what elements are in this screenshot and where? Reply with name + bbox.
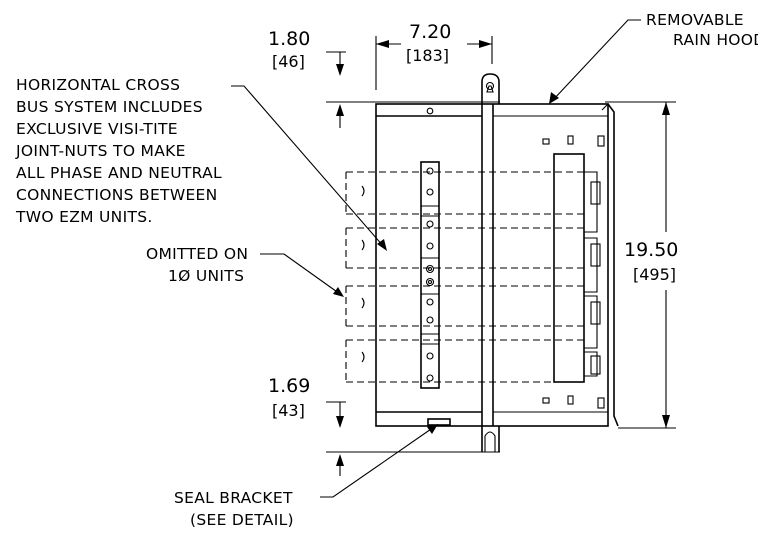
dim-bottom-offset-metric: [43] xyxy=(272,401,305,420)
bus-nut-icon xyxy=(425,277,435,287)
dim-width: 7.20 [183] xyxy=(406,21,451,65)
callout-seal-bracket: SEAL BRACKET (SEE DETAIL) xyxy=(174,489,294,529)
callout-seal-bracket-line-2: (SEE DETAIL) xyxy=(190,511,294,529)
dim-width-metric: [183] xyxy=(406,46,449,65)
vertical-bus-bar xyxy=(420,161,440,389)
dim-width-value: 7.20 xyxy=(409,21,451,43)
height-dimension-line xyxy=(605,101,676,429)
bus-nut-icon xyxy=(426,316,434,324)
enclosure-body xyxy=(375,103,609,427)
dim-top-offset: 1.80 [46] xyxy=(268,28,310,71)
bottom-offset-dimension-line xyxy=(326,401,500,476)
dim-top-offset-value: 1.80 xyxy=(268,28,310,50)
bus-nut-icon xyxy=(426,242,434,250)
dim-bottom-offset: 1.69 [43] xyxy=(268,375,310,420)
top-mounting-tab xyxy=(481,73,500,104)
horizontal-cross-bus xyxy=(345,171,588,383)
callout-omitted-line-2: 1Ø UNITS xyxy=(168,267,244,285)
callout-cross-bus-line-3: EXCLUSIVE VISI-TITE xyxy=(16,120,178,138)
dim-height-value: 19.50 xyxy=(624,239,678,261)
callout-cross-bus-line-7: TWO EZM UNITS. xyxy=(15,208,153,226)
width-dimension-line xyxy=(375,36,493,90)
dim-height-metric: [495] xyxy=(633,265,676,284)
callout-cross-bus-line-2: BUS SYSTEM INCLUDES xyxy=(16,98,203,116)
callout-omitted-line-1: OMITTED ON xyxy=(146,245,248,263)
callout-omitted: OMITTED ON 1Ø UNITS xyxy=(146,245,248,285)
keyhole-icon xyxy=(485,81,495,91)
bus-nut-icon xyxy=(426,298,434,306)
leader-rain-hood xyxy=(549,19,641,104)
callout-cross-bus-line-5: ALL PHASE AND NEUTRAL xyxy=(16,164,222,182)
callout-rain-hood-line-1: REMOVABLE xyxy=(646,11,744,29)
callout-cross-bus-line-4: JOINT-NUTS TO MAKE xyxy=(15,142,186,160)
bus-nut-icon xyxy=(425,264,435,274)
dim-top-offset-metric: [46] xyxy=(272,52,305,71)
bus-nut-icon xyxy=(426,167,434,175)
callout-cross-bus-line-6: CONNECTIONS BETWEEN xyxy=(16,186,218,204)
bus-nut-icon xyxy=(426,220,434,228)
callout-cross-bus: HORIZONTAL CROSS BUS SYSTEM INCLUDES EXC… xyxy=(15,76,222,226)
bus-nut-icon xyxy=(426,352,434,360)
top-offset-dimension-line xyxy=(326,51,500,128)
callout-seal-bracket-line-1: SEAL BRACKET xyxy=(174,489,293,507)
leader-seal-bracket xyxy=(320,424,438,498)
bus-nut-icon xyxy=(426,374,434,382)
dim-height: 19.50 [495] xyxy=(624,239,678,284)
callout-rain-hood-line-2: RAIN HOOD xyxy=(673,31,758,49)
vent-slots xyxy=(542,135,574,405)
leader-omitted xyxy=(260,253,344,297)
rain-hood xyxy=(597,103,619,427)
bottom-mounting-tab xyxy=(481,426,500,452)
callout-rain-hood: REMOVABLE RAIN HOOD xyxy=(646,11,758,49)
seal-bracket xyxy=(427,418,451,426)
callout-cross-bus-line-1: HORIZONTAL CROSS xyxy=(16,76,180,94)
bus-nut-icon xyxy=(426,188,434,196)
top-screw-icon xyxy=(426,107,434,115)
leader-cross-bus xyxy=(231,85,387,251)
dim-bottom-offset-value: 1.69 xyxy=(268,375,310,397)
